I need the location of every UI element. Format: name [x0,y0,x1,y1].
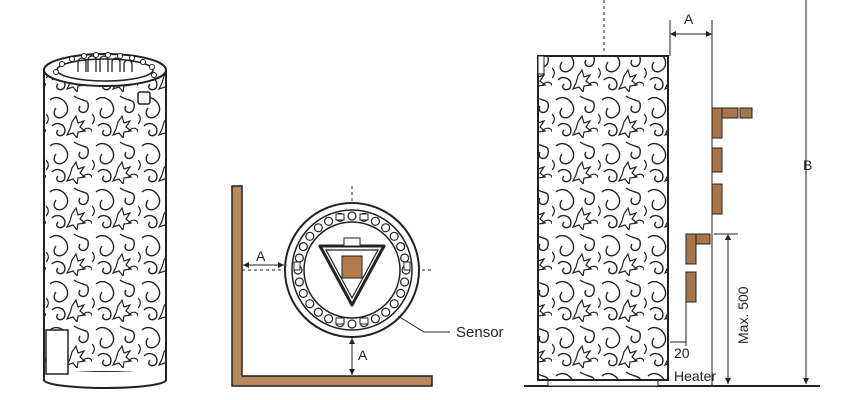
dimension-a-side: A [256,248,266,264]
dimension-b: B [803,157,812,173]
vent-hole [294,253,304,263]
vent-hole [298,288,308,298]
stove-perspective [43,52,167,389]
vent-hole [294,277,304,287]
vent-hole [347,319,357,329]
wood-panels [685,107,753,303]
vent-hole [324,314,334,324]
side-view: A Max. 500 20 Heater B [524,0,820,387]
vent-hole [381,307,391,317]
vent-hole [305,299,315,309]
sensor-icon [137,91,151,105]
heater-label: Heater [674,368,716,384]
vent-hole [313,307,323,317]
max-height-label: Max. 500 [735,286,751,344]
vent-hole [396,242,406,252]
dimension-a-top: A [684,11,694,27]
top-view: A A Sensor [231,185,504,387]
vent-hole [324,216,334,226]
vent-hole [389,231,399,241]
vent-hole [305,231,315,241]
vent-hole [298,242,308,252]
control-panel [45,329,69,375]
vent-hole [370,314,380,324]
corner-wall [231,185,433,387]
vent-hole [400,253,410,263]
vent-hole [389,299,399,309]
vent-hole [381,223,391,233]
vent-hole [400,277,410,287]
sensor-label: Sensor [456,324,504,341]
vent-hole [370,216,380,226]
vent-hole [396,288,406,298]
sensor-block [341,255,363,279]
vent-hole [313,223,323,233]
gap-label: 20 [674,345,690,361]
dimension-a-front: A [358,347,368,363]
vent-hole [347,211,357,221]
